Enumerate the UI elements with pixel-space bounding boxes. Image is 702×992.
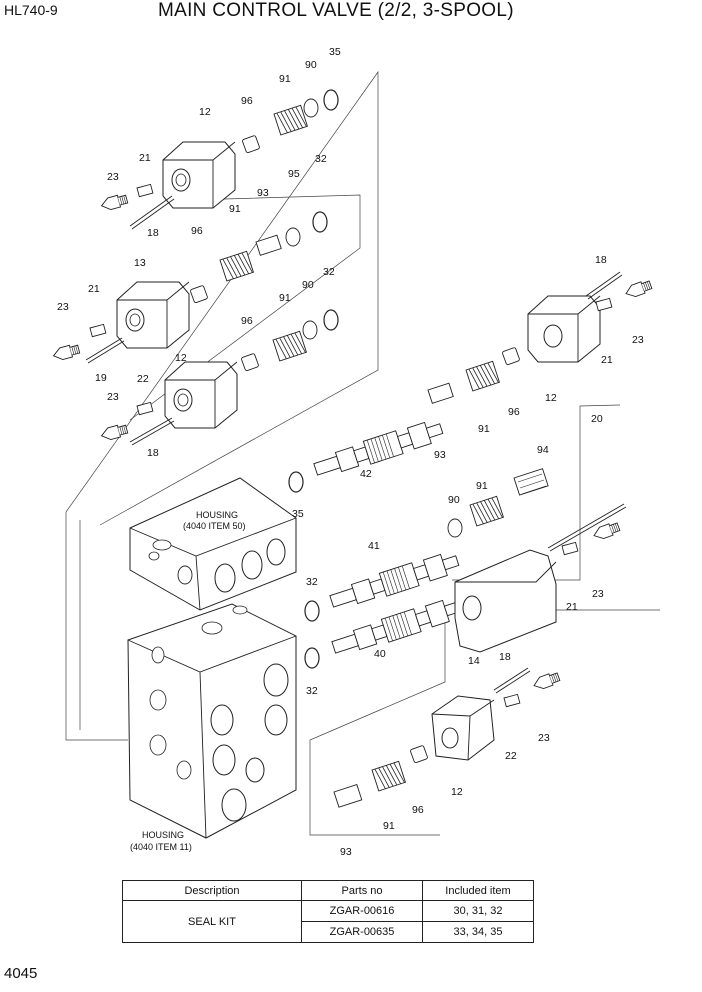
callout-23: 23 bbox=[538, 732, 550, 744]
seal-kit-description: SEAL KIT bbox=[122, 900, 302, 943]
callout-32: 32 bbox=[323, 266, 335, 278]
callout-21: 21 bbox=[601, 354, 613, 366]
callout-90: 90 bbox=[302, 279, 314, 291]
callout-91: 91 bbox=[279, 292, 291, 304]
callout-23: 23 bbox=[107, 391, 119, 403]
callout-20: 20 bbox=[591, 413, 603, 425]
housing-upper bbox=[129, 477, 297, 611]
callout-21: 21 bbox=[139, 152, 151, 164]
spring-assembly-94 bbox=[447, 468, 627, 556]
callout-32: 32 bbox=[306, 576, 318, 588]
callout-19: 19 bbox=[95, 372, 107, 384]
callout-93: 93 bbox=[340, 846, 352, 858]
housing-lower-label: HOUSING bbox=[142, 830, 184, 840]
parts-no-cell: ZGAR-00635 bbox=[301, 921, 423, 943]
callout-96: 96 bbox=[412, 804, 424, 816]
cap-assembly-12-left bbox=[99, 361, 238, 446]
callout-23: 23 bbox=[107, 171, 119, 183]
callout-91: 91 bbox=[478, 423, 490, 435]
col-parts-no: Parts no bbox=[301, 880, 423, 901]
callout-labels: 35 90 91 96 12 21 23 18 32 95 93 91 96 1… bbox=[57, 46, 644, 858]
callout-22: 22 bbox=[137, 373, 149, 385]
callout-21: 21 bbox=[566, 601, 578, 613]
callout-18: 18 bbox=[595, 254, 607, 266]
housing-labels: HOUSING (4040 ITEM 50) HOUSING (4040 ITE… bbox=[130, 510, 246, 852]
cap-assembly-12-bottom bbox=[333, 667, 561, 808]
included-item-cell: 33, 34, 35 bbox=[422, 921, 534, 943]
callout-35: 35 bbox=[329, 46, 341, 58]
cap-assembly-13 bbox=[51, 281, 339, 372]
table-header-row: Description Parts no Included item bbox=[122, 880, 534, 901]
housing-lower-ref: (4040 ITEM 11) bbox=[130, 842, 192, 852]
callout-22: 22 bbox=[505, 750, 517, 762]
callout-13: 13 bbox=[134, 257, 146, 269]
spool-42 bbox=[288, 416, 446, 493]
spool-40 bbox=[304, 594, 464, 669]
callout-95: 95 bbox=[288, 168, 300, 180]
callout-91: 91 bbox=[279, 73, 291, 85]
callout-21: 21 bbox=[88, 283, 100, 295]
callout-96: 96 bbox=[241, 95, 253, 107]
callout-18: 18 bbox=[499, 651, 511, 663]
callout-23: 23 bbox=[592, 588, 604, 600]
callout-96: 96 bbox=[508, 406, 520, 418]
callout-32: 32 bbox=[306, 685, 318, 697]
callout-42: 42 bbox=[360, 468, 372, 480]
callout-18: 18 bbox=[147, 227, 159, 239]
callout-96: 96 bbox=[241, 315, 253, 327]
seal-kit-table: Description Parts no Included item SEAL … bbox=[122, 880, 534, 943]
callout-90: 90 bbox=[305, 59, 317, 71]
top-cap-assembly bbox=[99, 89, 339, 230]
model-label: HL740-9 bbox=[4, 2, 58, 18]
cap-assembly-12-right bbox=[427, 271, 653, 404]
included-item-cell: 30, 31, 32 bbox=[422, 900, 534, 922]
middle-spring-assembly bbox=[219, 211, 328, 282]
exploded-view-diagram: 35 90 91 96 12 21 23 18 32 95 93 91 96 1… bbox=[51, 46, 660, 858]
callout-91: 91 bbox=[229, 203, 241, 215]
housing-upper-ref: (4040 ITEM 50) bbox=[183, 521, 246, 531]
callout-90: 90 bbox=[448, 494, 460, 506]
callout-12: 12 bbox=[199, 106, 211, 118]
callout-41: 41 bbox=[368, 540, 380, 552]
parts-no-cell: ZGAR-00616 bbox=[301, 900, 423, 922]
callout-94: 94 bbox=[537, 444, 549, 456]
callout-12: 12 bbox=[545, 392, 557, 404]
cap-assembly-14 bbox=[454, 549, 557, 653]
callout-12: 12 bbox=[175, 352, 187, 364]
table-row: ZGAR-00635 33, 34, 35 bbox=[123, 921, 534, 943]
table-row: SEAL KIT ZGAR-00616 30, 31, 32 bbox=[122, 900, 534, 943]
callout-40: 40 bbox=[374, 648, 386, 660]
callout-23: 23 bbox=[632, 334, 644, 346]
callout-91: 91 bbox=[476, 480, 488, 492]
spool-41 bbox=[304, 548, 462, 622]
callout-12: 12 bbox=[451, 786, 463, 798]
page-title: MAIN CONTROL VALVE (2/2, 3-SPOOL) bbox=[158, 0, 514, 21]
callout-35: 35 bbox=[292, 508, 304, 520]
callout-14: 14 bbox=[468, 655, 480, 667]
callout-91: 91 bbox=[383, 820, 395, 832]
page-number: 4045 bbox=[4, 965, 38, 982]
callout-93: 93 bbox=[434, 449, 446, 461]
col-included-item: Included item bbox=[422, 880, 534, 901]
callout-32: 32 bbox=[315, 153, 327, 165]
housing-upper-label: HOUSING bbox=[196, 510, 238, 520]
callout-23: 23 bbox=[57, 301, 69, 313]
col-description: Description bbox=[122, 880, 302, 901]
callout-96: 96 bbox=[191, 225, 203, 237]
housing-lower bbox=[127, 603, 297, 839]
callout-18: 18 bbox=[147, 447, 159, 459]
callout-93: 93 bbox=[257, 187, 269, 199]
